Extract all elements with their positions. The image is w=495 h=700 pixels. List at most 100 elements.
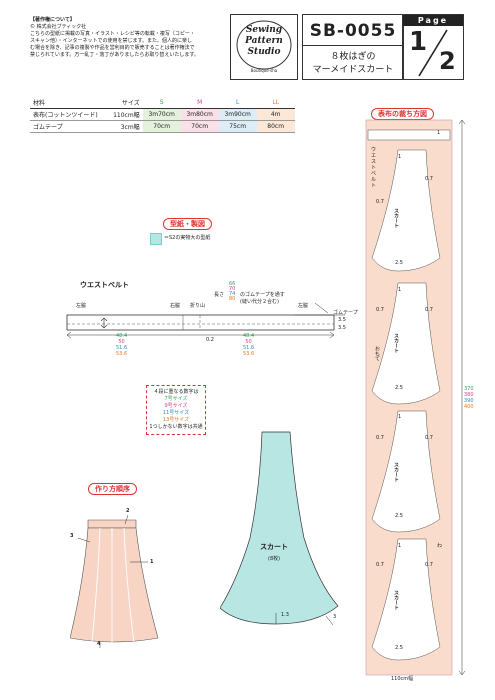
- slash-icon: [418, 29, 448, 77]
- skirt-count: (8枚): [268, 556, 281, 562]
- page-indicator: Page 1 2: [402, 14, 464, 80]
- skirt-hem: 1.3: [281, 612, 289, 618]
- mat-cell: 3m90cm: [218, 108, 257, 121]
- cut-top: 1: [398, 154, 402, 160]
- cut-omote: おもて: [374, 346, 380, 361]
- mat-cell: 75cm: [218, 120, 257, 133]
- mat-cell: 70cm: [142, 120, 181, 133]
- size-legend-ll: 13号サイズ: [162, 417, 190, 423]
- cut-panel-label: スカート: [393, 590, 399, 610]
- legend-text: ＝S2の実物大の型紙: [164, 235, 211, 241]
- mat-head: 材料: [30, 97, 101, 109]
- copyright-notice: 【著作権について】 © 株式会社ブティック社 こちらの型紙に掲載の写真・イラスト…: [30, 17, 240, 59]
- size-val: 50: [245, 339, 252, 345]
- skirt-illustration: [70, 514, 159, 648]
- wb-len-right: 48.4 50 51.6 53.6: [243, 333, 254, 358]
- cut-belt-num: 1: [437, 130, 441, 136]
- cut-side: 0.7: [425, 435, 433, 441]
- mat-cell: 80cm: [256, 120, 295, 133]
- wb-note: 長さ: [214, 292, 225, 298]
- skirt-pattern-piece: [220, 431, 339, 626]
- mat-cell: 3m70cm: [142, 108, 181, 121]
- wb-note: (縫い代分２合む): [240, 299, 279, 305]
- cut-hem: 2.5: [395, 385, 403, 391]
- skirt-hem-right: 3: [333, 614, 337, 620]
- size-val: 51.6: [116, 345, 128, 351]
- size-legend: ４段に重なる数字は 7号サイズ 9号サイズ 11号サイズ 13号サイズ 1つしか…: [146, 385, 206, 435]
- logo-word: Studio: [247, 47, 281, 57]
- cut-hem: 2.5: [395, 645, 403, 651]
- wb-right-side: 右脇: [170, 303, 181, 309]
- pattern-name: ８枚はぎの: [330, 52, 376, 62]
- cutting-layout: [365, 119, 466, 676]
- page-total: 2: [439, 47, 456, 75]
- section-pattern-label: 型紙・製図: [163, 211, 212, 230]
- logo-word: Pattern: [245, 36, 283, 46]
- section-order-label: 作り方順序: [88, 476, 137, 495]
- materials-table: 材料 サイズ S M L LL 表布(コットンツイード) 110cm幅 3m70…: [30, 97, 295, 133]
- cut-panel-label: スカート: [393, 462, 399, 482]
- cut-top: 1: [398, 543, 402, 549]
- cut-panel-label: スカート: [393, 333, 399, 353]
- cut-width: 110cm幅: [391, 676, 414, 682]
- legend-swatch: [150, 233, 162, 245]
- cut-side: 0.7: [425, 176, 433, 182]
- skirt-label: スカート: [260, 543, 288, 551]
- copyright-heading: 【著作権について】: [30, 17, 75, 23]
- size-val: 66: [229, 281, 236, 287]
- cut-hem: 2.5: [395, 260, 403, 266]
- cut-top: 1: [398, 414, 402, 420]
- mat-cell: 3m80cm: [180, 108, 219, 121]
- wb-note: のゴムテープを通す: [240, 292, 285, 298]
- order-num-4: 4: [97, 641, 101, 647]
- order-num-2: 2: [126, 508, 130, 514]
- order-num-3: 3: [70, 533, 74, 539]
- size-val: 390: [464, 398, 474, 404]
- wb-mid: 0.2: [206, 337, 214, 343]
- size-val: 53.6: [116, 351, 128, 357]
- mat-cell: 3cm幅: [100, 120, 143, 133]
- size-val: 50: [118, 339, 125, 345]
- wb-len-left: 48.4 50 51.6 53.6: [116, 333, 127, 358]
- cut-top: 1: [398, 287, 402, 293]
- size-ll: LL: [256, 97, 295, 109]
- pattern-code-box: SB-0055 ８枚はぎの マーメイドスカート: [302, 14, 404, 80]
- cut-side: 0.7: [376, 435, 384, 441]
- logo-sub: Boutique-sha: [250, 68, 278, 73]
- brand-logo: Sewing Pattern Studio Boutique-sha: [230, 14, 298, 80]
- order-num-1: 1: [150, 559, 154, 565]
- copyright-company: © 株式会社ブティック社: [30, 24, 87, 30]
- waistband-diagram: [66, 302, 345, 339]
- cut-fold: わ: [437, 543, 443, 549]
- wb-left-side-2: 左脇: [298, 303, 309, 309]
- cut-hem: 2.5: [395, 513, 403, 519]
- mat-cell: 110cm幅: [100, 108, 143, 121]
- size-val: 80: [229, 296, 236, 302]
- pattern-code: SB-0055: [309, 21, 397, 41]
- size-legend-note: 1つしかない数字は共通: [149, 424, 203, 430]
- mat-cell: 4m: [256, 108, 295, 121]
- mat-cell: 表布(コットンツイード): [30, 108, 101, 121]
- size-val: 74: [229, 291, 236, 297]
- page-label: Page: [403, 15, 463, 26]
- wb-fold: 折り山: [190, 303, 206, 309]
- size-val: 400: [464, 404, 474, 410]
- order-pill: 作り方順序: [88, 483, 137, 495]
- mat-cell: ゴムテープ: [30, 120, 101, 133]
- size-l: L: [218, 97, 257, 109]
- copyright-line: 禁じられています。万一乱丁・落丁がありましたらお取り替えいたします。: [30, 52, 199, 58]
- cutting-pill: 表布の裁ち方図: [371, 108, 434, 120]
- cut-side: 0.7: [376, 199, 384, 205]
- pattern-name: マーメイドスカート: [312, 65, 394, 75]
- cut-side: 0.7: [425, 562, 433, 568]
- cut-length: 370 380 390 400: [464, 386, 474, 411]
- size-legend-l: 11号サイズ: [162, 410, 190, 416]
- cut-side: 0.7: [425, 307, 433, 313]
- size-val: 48.4: [116, 333, 128, 339]
- wb-h2: 3.5: [338, 325, 346, 331]
- page-current: 1: [409, 27, 428, 57]
- size-legend-title: ４段に重なる数字は: [153, 389, 199, 395]
- copyright-line: こちらの型紙に掲載の写真・イラスト・レシピ等の転載・複写（コピー・: [30, 31, 195, 37]
- size-val: 70: [229, 286, 236, 292]
- wb-elastic-label: ゴムテープ: [333, 310, 358, 316]
